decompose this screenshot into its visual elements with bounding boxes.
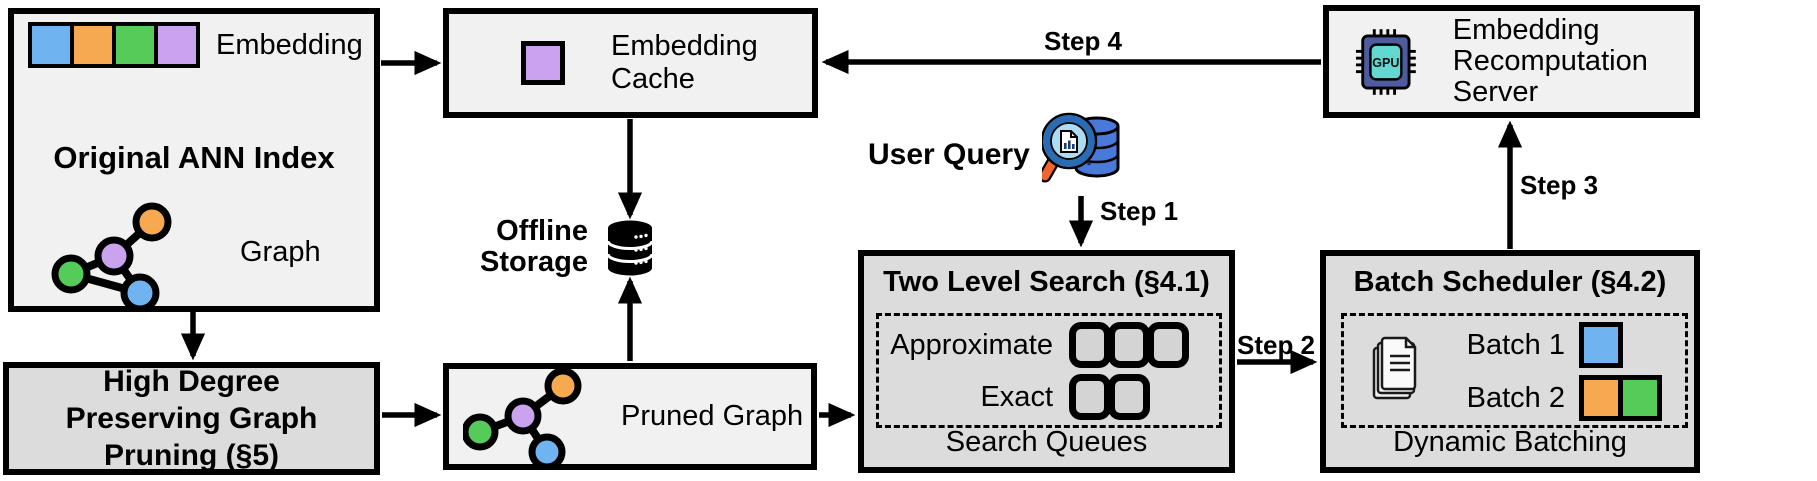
embedding-vector-row: Embedding (28, 22, 363, 68)
offline-storage-label: Offline Storage (480, 215, 588, 278)
queue-slot (1147, 322, 1189, 368)
embedding-cell-green (116, 26, 154, 64)
dynamic-batching-dashed-area: Batch 1 Batch 2 (1341, 313, 1688, 428)
batch2-cell-green (1623, 380, 1657, 416)
embedding-label: Embedding (216, 28, 363, 61)
original-ann-index-title: Original ANN Index (53, 140, 335, 175)
exact-queue-slots (1069, 374, 1150, 420)
step1-label: Step 1 (1100, 196, 1179, 226)
batch-scheduler-box: Batch Scheduler (§4.2) Batch 1 (1320, 250, 1700, 473)
queue-slot (1108, 322, 1150, 368)
embedding-cell-blue (32, 26, 70, 64)
approximate-label: Approximate (890, 328, 1053, 361)
search-queues-label: Search Queues (945, 426, 1148, 458)
step3-label: Step 3 (1520, 170, 1599, 200)
batch2-row: Batch 2 (1460, 375, 1662, 421)
embedding-cache-label: Embedding Cache (611, 30, 758, 95)
graph-pruning-title: High Degree Preserving Graph Pruning (§5… (65, 365, 318, 472)
offline-storage-database-icon (606, 220, 654, 276)
queue-slot (1108, 374, 1150, 420)
step4-label: Step 4 (1043, 26, 1123, 56)
embedding-cell-orange (74, 26, 112, 64)
user-query-label: User Query (868, 138, 1030, 171)
embedding-vector-icon (28, 22, 200, 68)
query-document-glyph (1060, 130, 1078, 153)
pruned-graph-box: Pruned Graph (443, 363, 817, 470)
search-queues-dashed-area: Approximate Exact (876, 313, 1222, 428)
graph-label: Graph (240, 235, 321, 268)
two-level-search-box: Two Level Search (§4.1) Approximate Exac… (858, 250, 1235, 473)
batch1-label: Batch 1 (1466, 328, 1565, 361)
pruned-graph-label: Pruned Graph (621, 400, 804, 432)
cached-embedding-icon (521, 41, 565, 85)
embedding-cell-purple (158, 26, 196, 64)
approximate-queue-row: Approximate (881, 322, 1189, 368)
batch2-cell-orange (1584, 380, 1618, 416)
graph-icon (51, 202, 172, 308)
original-ann-index-box: Embedding Original ANN Index Graph (8, 8, 380, 312)
two-level-search-title: Two Level Search (§4.1) (883, 266, 1210, 298)
exact-label: Exact (980, 380, 1053, 413)
approximate-queue-slots (1069, 322, 1189, 368)
gpu-text: GPU (1372, 55, 1399, 69)
pruned-graph-icon (463, 367, 582, 466)
queue-slot (1069, 322, 1111, 368)
embedding-cache-box: Embedding Cache (443, 8, 818, 118)
batch1-row: Batch 1 (1460, 322, 1623, 368)
exact-queue-row: Exact (881, 374, 1150, 420)
graph-row: Graph (50, 196, 321, 308)
step2-label: Step 2 (1236, 330, 1316, 360)
batch1-chip (1579, 322, 1623, 368)
batch2-chip (1579, 375, 1662, 421)
user-query-icon (1042, 112, 1120, 183)
dynamic-batching-label: Dynamic Batching (1393, 426, 1627, 458)
recomputation-server-box: GPU Embedding Recomputation Server (1323, 5, 1700, 118)
batch2-label: Batch 2 (1466, 381, 1565, 414)
batch1-cell-blue (1584, 327, 1618, 363)
gpu-chip-icon: GPU (1355, 28, 1416, 95)
queue-slot (1069, 374, 1111, 420)
batch-scheduler-title: Batch Scheduler (§4.2) (1353, 266, 1667, 298)
documents-icon (1372, 336, 1417, 400)
recomputation-server-label: Embedding Recomputation Server (1452, 14, 1648, 108)
graph-pruning-box: High Degree Preserving Graph Pruning (§5… (3, 362, 380, 475)
cached-embedding-cell (526, 46, 560, 80)
